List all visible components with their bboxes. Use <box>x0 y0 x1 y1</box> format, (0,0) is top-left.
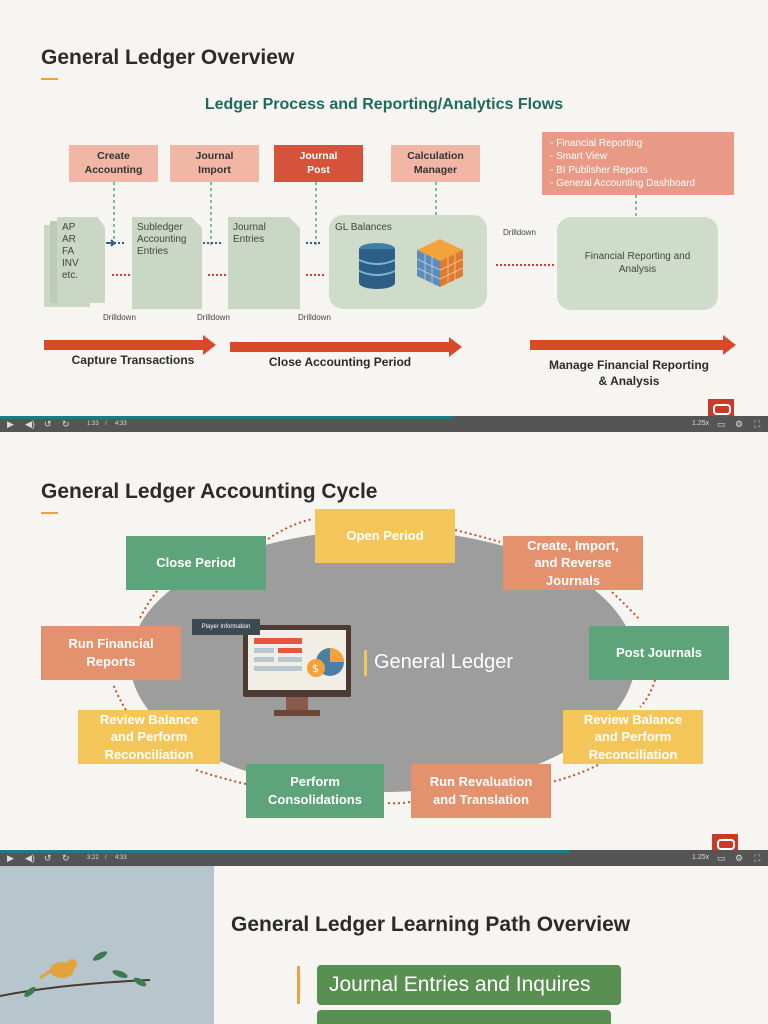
fullscreen-icon[interactable]: ⛶ <box>754 853 761 863</box>
video-controls: ▶ ◀) ↺ ↻ 1:33 / 4:33 1.25x ▭ ⚙ ⛶ <box>0 416 768 432</box>
speed-button[interactable]: 1.25x <box>692 854 710 861</box>
captions-icon[interactable]: ▭ <box>717 419 726 429</box>
source-docs: AP AR FA INV etc. <box>57 217 105 303</box>
flow-subtitle: Ledger Process and Reporting/Analytics F… <box>204 96 564 113</box>
bird-branch-illustration <box>0 951 151 998</box>
run-revaluation-node: Run Revaluation and Translation <box>411 764 551 818</box>
slide-title: General Ledger Overview <box>41 46 295 69</box>
forward-icon[interactable]: ↻ <box>62 853 70 863</box>
oracle-logo-icon <box>708 399 734 416</box>
time-separator: / <box>105 421 107 427</box>
time-current: 1:33 <box>87 421 99 427</box>
review-balance-right-node: Review Balance and Perform Reconciliatio… <box>563 710 703 764</box>
rewind-icon[interactable]: ↺ <box>44 853 52 863</box>
time-separator: / <box>105 855 107 861</box>
journal-entries: Journal Entries <box>228 217 300 309</box>
monitor-dashboard-icon: $ <box>243 625 351 716</box>
title-accent <box>41 78 58 80</box>
slide-general-ledger-overview: General Ledger Overview Ledger Process a… <box>0 0 768 416</box>
drilldown-label: Drilldown <box>298 313 331 322</box>
cube-icon <box>416 239 464 287</box>
reporting-item: - Smart View <box>550 151 608 162</box>
manage-arrow <box>530 335 736 355</box>
slide-learning-path: General Ledger Learning Path Overview Jo… <box>0 866 768 1024</box>
capture-arrow <box>44 335 216 355</box>
flow-connectors <box>106 182 637 276</box>
gl-balances-panel: GL Balances <box>329 215 487 309</box>
subledger-entries: Subledger Accounting Entries <box>132 217 202 309</box>
close-period-node: Close Period <box>126 536 266 590</box>
play-icon[interactable]: ▶ <box>7 419 14 429</box>
database-icon <box>358 243 396 289</box>
create-accounting-box: Create Accounting <box>69 145 158 182</box>
accent-bar <box>297 966 300 1004</box>
settings-icon[interactable]: ⚙ <box>735 419 744 429</box>
journal-post-box: Journal Post <box>274 145 363 182</box>
post-journals-node: Post Journals <box>589 626 729 680</box>
learning-path-item-next[interactable] <box>317 1010 611 1024</box>
drilldown-label: Drilldown <box>103 313 136 322</box>
progress-bar[interactable] <box>0 850 570 853</box>
gl-balances-label: GL Balances <box>335 222 392 233</box>
time-total: 4:33 <box>115 421 127 427</box>
speed-button[interactable]: 1.25x <box>692 420 710 427</box>
review-balance-left-node: Review Balance and Perform Reconciliatio… <box>78 710 220 764</box>
financial-reporting-panel: Financial Reporting and Analysis <box>557 217 718 310</box>
perform-consolidations-node: Perform Consolidations <box>246 764 384 818</box>
forward-icon[interactable]: ↻ <box>62 419 70 429</box>
center-accent <box>364 650 367 676</box>
slide-title: General Ledger Learning Path Overview <box>231 913 631 936</box>
oracle-logo-icon <box>712 834 738 851</box>
cycle-arrows <box>112 518 656 805</box>
svg-text:$: $ <box>312 662 319 675</box>
play-icon[interactable]: ▶ <box>7 853 14 863</box>
close-period-arrow <box>230 337 462 357</box>
settings-icon[interactable]: ⚙ <box>735 853 744 863</box>
volume-icon[interactable]: ◀) <box>25 419 35 429</box>
time-total: 4:33 <box>115 855 127 861</box>
reporting-tools-box: - Financial Reporting - Smart View - BI … <box>542 132 734 195</box>
open-period-node: Open Period <box>315 509 455 563</box>
slide-title: General Ledger Accounting Cycle <box>41 480 378 503</box>
journal-import-box: Journal Import <box>170 145 259 182</box>
decorative-panel <box>0 866 214 1024</box>
rewind-icon[interactable]: ↺ <box>44 419 52 429</box>
phase-label: Capture Transactions <box>71 353 195 367</box>
player-info-tooltip: Player Information <box>192 619 260 635</box>
progress-bar[interactable] <box>0 416 453 419</box>
drilldown-label: Drilldown <box>197 313 230 322</box>
drilldown-label: Drilldown <box>503 228 536 237</box>
captions-icon[interactable]: ▭ <box>717 853 726 863</box>
phase-label: Manage Financial Reporting & Analysis <box>548 358 710 388</box>
volume-icon[interactable]: ◀) <box>25 853 35 863</box>
reporting-item: - General Accounting Dashboard <box>550 178 696 189</box>
general-ledger-label: General Ledger <box>374 651 513 673</box>
time-current: 3:22 <box>87 855 99 861</box>
run-financial-reports-node: Run Financial Reports <box>41 626 181 680</box>
learning-path-item[interactable]: Journal Entries and Inquires <box>317 965 621 1005</box>
create-import-node: Create, Import, and Reverse Journals <box>503 536 643 590</box>
phase-label: Close Accounting Period <box>268 355 412 369</box>
reporting-item: - BI Publisher Reports <box>550 164 648 176</box>
calculation-manager-box: Calculation Manager <box>391 145 480 182</box>
reporting-item: - Financial Reporting <box>550 137 643 149</box>
title-accent <box>41 512 58 514</box>
video-controls: ▶ ◀) ↺ ↻ 3:22 / 4:33 1.25x ▭ ⚙ ⛶ <box>0 850 768 866</box>
fullscreen-icon[interactable]: ⛶ <box>754 419 761 429</box>
